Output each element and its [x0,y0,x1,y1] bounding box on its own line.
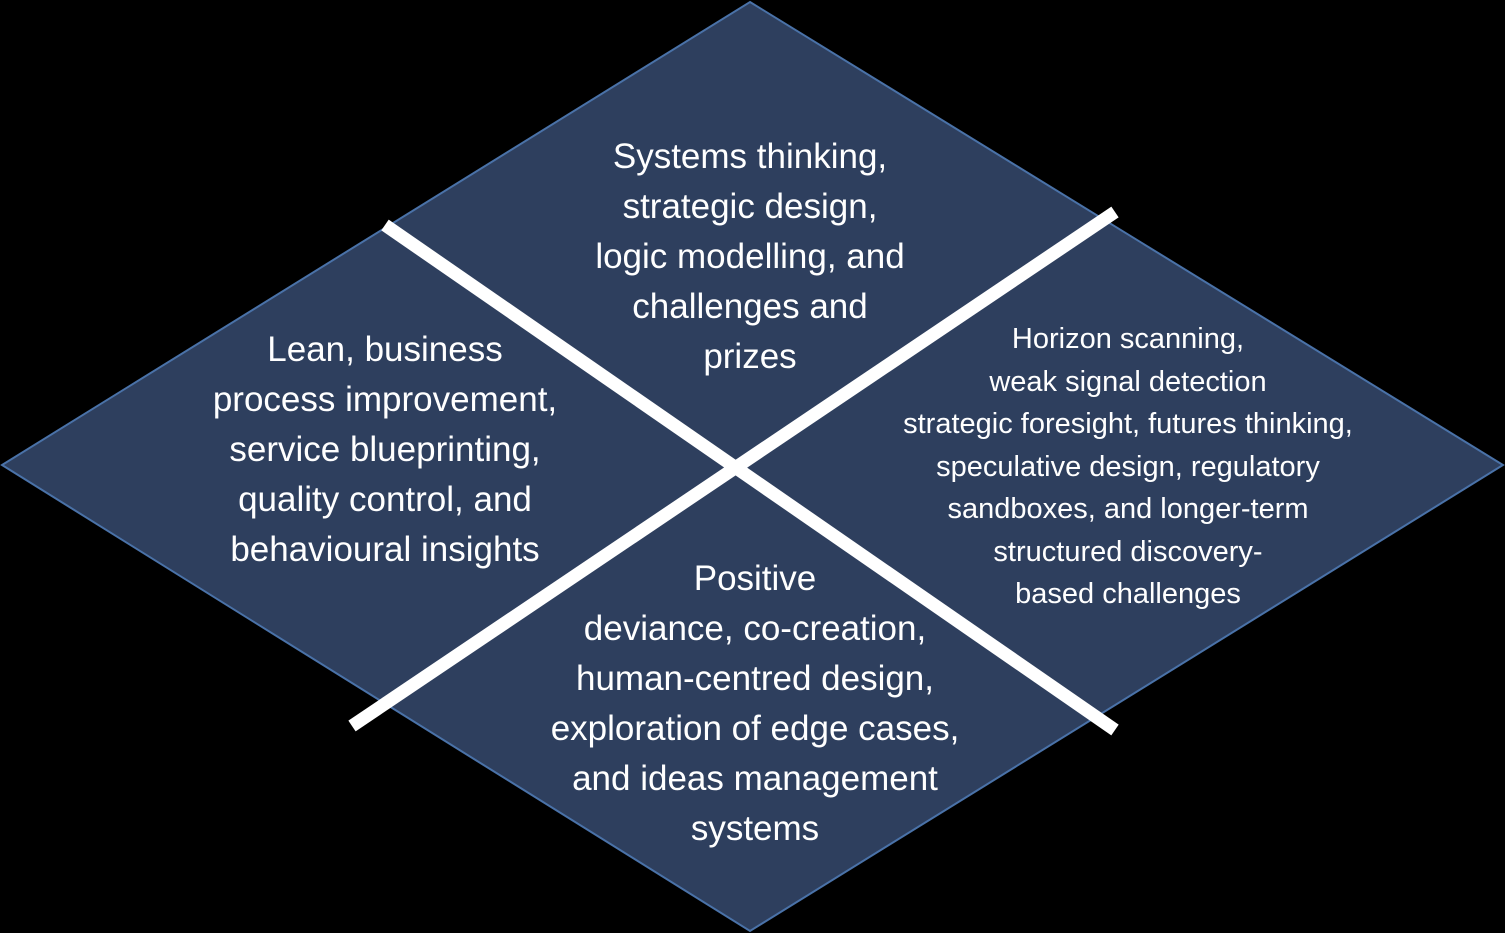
text-line: prizes [703,337,797,376]
text-line: strategic foresight, futures thinking, [903,408,1353,440]
text-line: process improvement, [212,380,558,419]
text-line: weak signal detection [989,365,1267,398]
quadrant-top-text: Systems thinking, strategic design, logi… [500,132,1000,382]
text-line: systems [690,809,820,848]
text-line: Lean, business [267,330,503,369]
text-line: Systems thinking, [612,137,888,176]
quadrant-bottom-text: Positive deviance, co-creation, human-ce… [505,554,1005,854]
divider-line-ascending [348,206,1119,732]
text-line: behavioural insights [230,530,540,569]
text-line: exploration of edge cases, [550,709,960,748]
text-line: structured discovery- [993,535,1263,568]
quadrant-left-text: Lean, business process improvement, serv… [135,325,635,575]
text-line: quality control, and [238,480,532,519]
text-line: Positive [693,559,817,598]
quadrant-right-text: Horizon scanning, weak signal detection … [828,318,1428,616]
text-line: and ideas management [572,759,938,798]
text-line: speculative design, regulatory [936,450,1320,483]
text-line: service blueprinting, [229,430,541,469]
text-line: sandboxes, and longer-term [947,493,1309,525]
text-line: human-centred design, [576,659,934,698]
text-line: based challenges [1015,578,1241,610]
text-line: logic modelling, and [595,237,905,276]
text-line: strategic design, [622,187,878,226]
text-line: challenges and [632,287,868,326]
text-line: deviance, co-creation, [583,609,927,648]
divider-line-descending [381,219,1119,736]
text-line: Horizon scanning, [1011,323,1245,355]
